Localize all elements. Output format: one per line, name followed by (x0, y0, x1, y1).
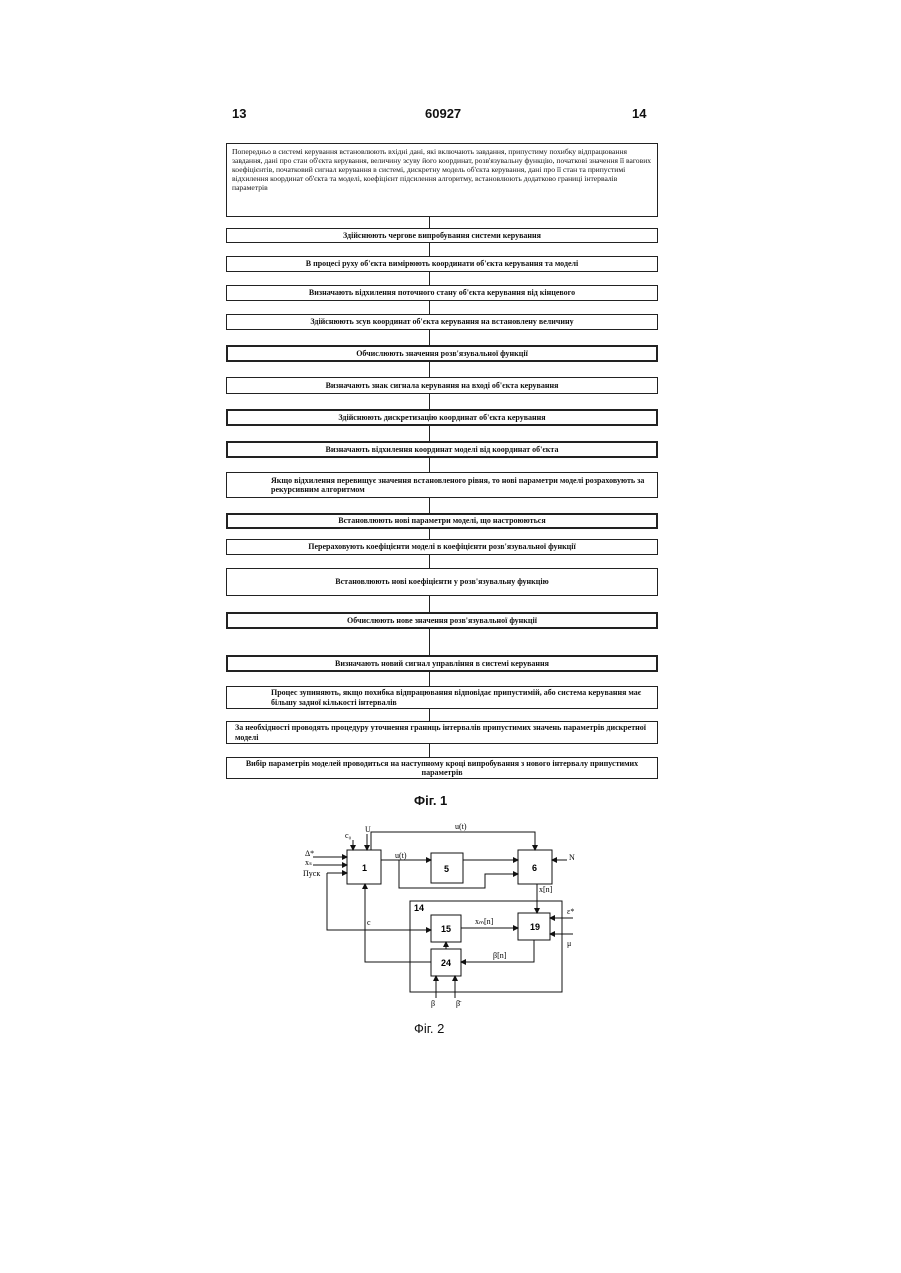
flow-connector (429, 458, 430, 472)
label-beta-hi: β̄ (456, 999, 462, 1008)
flow-step-13: Встановлюють нові коефіцієнти у розв'язу… (226, 568, 658, 596)
flow-step-12: Перераховують коефіцієнти моделі в коефі… (226, 539, 658, 555)
flow-connector (429, 709, 430, 721)
flow-connector (429, 362, 430, 377)
flow-connector (429, 498, 430, 513)
flow-step-16: Процес зупиняють, якщо похибка відпрацюв… (226, 686, 658, 709)
label-beta-lo: β (431, 999, 435, 1008)
label-c: c (367, 918, 371, 927)
block-15-label: 15 (441, 924, 451, 934)
block-6-label: 6 (532, 863, 537, 873)
block-diagram-svg: 15614151924c₀Uu(t)Δ*xₛПускu(t)Nx[n]cxₘ[n… (295, 818, 595, 1018)
flow-connector (429, 529, 430, 539)
label-xn: x[n] (539, 885, 553, 894)
flow-connector (429, 301, 430, 314)
label-xs: xₛ (305, 858, 312, 867)
flowchart: Попередньо в системі керування встановлю… (0, 0, 901, 800)
label-xm-n: xₘ[n] (475, 917, 494, 926)
flow-step-4: Визначають відхилення поточного стану об… (226, 285, 658, 301)
label-eps: ε* (567, 907, 574, 916)
label-ut: u(t) (395, 851, 407, 860)
label-beta-n: β[n] (493, 951, 507, 960)
label-ut-top: u(t) (455, 822, 467, 831)
label-n: N (569, 853, 575, 862)
label-start: Пуск (303, 869, 320, 878)
block-19-label: 19 (530, 922, 540, 932)
flow-step-2: Здійснюють чергове випробування системи … (226, 228, 658, 243)
flow-step-17: За необхідності проводять процедуру уточ… (226, 721, 658, 744)
flow-connector (429, 217, 430, 228)
flow-connector (429, 426, 430, 441)
flow-step-5: Здійснюють зсув координат об'єкта керува… (226, 314, 658, 330)
block-14-label: 14 (414, 903, 424, 913)
flow-step-9: Визначають відхилення координат моделі в… (226, 441, 658, 458)
label-u: U (365, 825, 371, 834)
flow-step-11: Встановлюють нові параметри моделі, що н… (226, 513, 658, 529)
flow-connector (429, 596, 430, 612)
flow-step-6: Обчислюють значення розв'язувальної функ… (226, 345, 658, 362)
label-c0: c₀ (345, 831, 352, 840)
block-1-label: 1 (362, 863, 367, 873)
flow-step-10: Якщо відхилення перевищує значення встан… (226, 472, 658, 498)
flow-connector (429, 672, 430, 686)
flow-step-14: Обчислюють нове значення розв'язувальної… (226, 612, 658, 629)
flow-connector (429, 272, 430, 285)
figure-1-caption: Фіг. 1 (414, 793, 447, 808)
flow-connector (429, 394, 430, 409)
label-delta: Δ* (305, 849, 314, 858)
flow-connector (429, 555, 430, 568)
flow-step-3: В процесі руху об'єкта вимірюють координ… (226, 256, 658, 272)
block-diagram: 15614151924c₀Uu(t)Δ*xₛПускu(t)Nx[n]cxₘ[n… (295, 818, 595, 1018)
label-mu: μ (567, 939, 571, 948)
flow-connector (429, 744, 430, 757)
block-24-label: 24 (441, 958, 451, 968)
flow-connector (429, 330, 430, 345)
flow-step-1: Попередньо в системі керування встановлю… (226, 143, 658, 217)
flow-step-18: Вибір параметрів моделей проводиться на … (226, 757, 658, 779)
flow-step-7: Визначають знак сигнала керування на вхо… (226, 377, 658, 394)
flow-step-15: Визначають новий сигнал управління в сис… (226, 655, 658, 672)
flow-step-8: Здійснюють дискретизацію координат об'єк… (226, 409, 658, 426)
flow-connector (429, 243, 430, 256)
flow-connector (429, 629, 430, 655)
block-5-label: 5 (444, 864, 449, 874)
figure-2-caption: Фіг. 2 (414, 1021, 444, 1036)
